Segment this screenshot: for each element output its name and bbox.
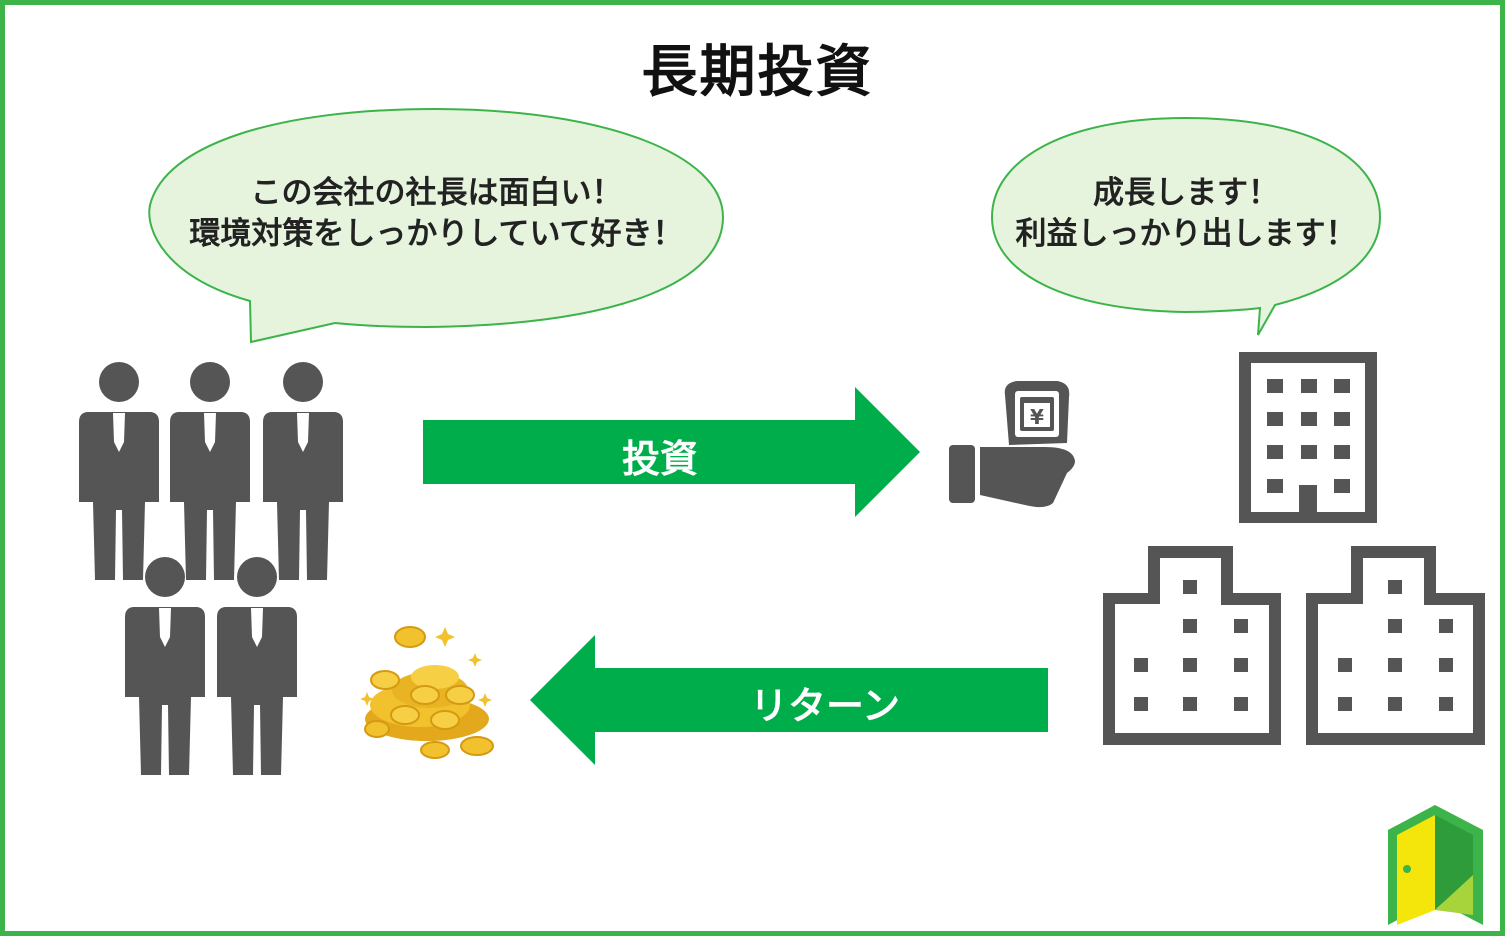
page-title: 長期投資: [641, 40, 874, 105]
company-bubble-text: 成長します！ 利益しっかり出します！: [992, 173, 1380, 255]
investors-bubble-text: この会社の社長は面白い！ 環境対策をしっかりしていて好き！: [150, 173, 723, 255]
investors-bubble-line-2: 環境対策をしっかりしていて好き！: [189, 216, 684, 252]
return-arrow: [530, 635, 1048, 765]
company-bubble-line-2: 利益しっかり出します！: [1015, 216, 1357, 252]
green-door-logo: [1388, 805, 1483, 925]
gold-coins-icon: [360, 626, 494, 759]
company-bubble-line-1: 成長します！: [1093, 175, 1279, 211]
businesspeople-icon: [79, 362, 343, 775]
investors-bubble-line-1: この会社の社長は面白い！: [250, 175, 623, 211]
hand-holding-yen-banknote-icon: ¥: [949, 381, 1075, 508]
investors-speech-bubble: [148, 107, 725, 344]
invest-arrow-label: 投資: [621, 437, 698, 481]
svg-text:¥: ¥: [1030, 405, 1044, 429]
office-buildings-icon: [1103, 352, 1485, 745]
invest-arrow: [423, 387, 920, 517]
diagram-artwork: ¥: [79, 107, 1485, 925]
company-speech-bubble: [990, 116, 1382, 336]
return-arrow-label: リターン: [749, 684, 901, 728]
